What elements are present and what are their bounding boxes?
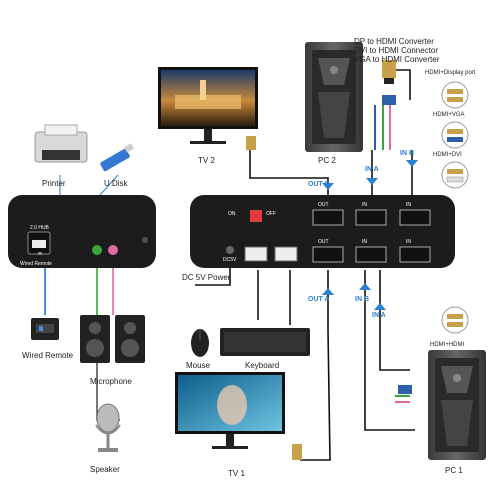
rear-in-a2-label: IN xyxy=(406,239,411,245)
wired-remote-illustration xyxy=(31,318,59,340)
rear-in-a1-label: IN xyxy=(362,239,367,245)
cable-converter xyxy=(392,69,411,100)
arrow-in-a-top xyxy=(366,178,378,185)
cable-pc1-inb xyxy=(364,270,415,431)
udisk-label: U Disk xyxy=(104,179,128,188)
arrow-out-b xyxy=(322,183,334,190)
mouse-label: Mouse xyxy=(186,361,211,370)
rear-dc5v-label: DC5V xyxy=(223,257,237,263)
printer-illustration xyxy=(34,124,88,163)
cable-tv1-outa xyxy=(300,270,331,461)
port-icon-hdmi-dvi xyxy=(441,161,469,189)
dc-power-label: DC 5V Power xyxy=(182,273,231,282)
udisk-illustration xyxy=(100,143,134,172)
converter-illustration xyxy=(374,60,396,150)
port-icon-hdmi-hdmi xyxy=(441,306,469,334)
in-b-bottom-label: IN B xyxy=(355,296,369,303)
arrow-in-a-bottom xyxy=(374,303,386,310)
converter-label-dp: DP to HDMI Converter xyxy=(354,37,434,46)
converter-label-vga: VGA to HDMI Converter xyxy=(354,55,440,64)
wired-remote-label: Wired Remote xyxy=(22,351,74,360)
arrow-in-b-bottom xyxy=(359,283,371,290)
legend-hdmi-hdmi: HDMI+HDMI xyxy=(430,342,465,348)
kvm-front-panel xyxy=(8,195,156,268)
legend-hdmi-vga: HDMI+VGA xyxy=(433,112,465,118)
direction-arrows xyxy=(322,160,418,310)
rear-out-b-label: OUT xyxy=(318,202,329,208)
tv1-illustration xyxy=(175,372,302,460)
tv2-label: TV 2 xyxy=(198,156,215,165)
converter-label-dvi: DVI to HDMI Connector xyxy=(354,46,439,55)
cable-power xyxy=(195,268,231,286)
front-remote-label: Wired Remote xyxy=(20,261,52,267)
rear-out-a-label: OUT xyxy=(318,239,329,245)
in-a-bottom-label: IN A xyxy=(372,312,386,319)
pc2-label: PC 2 xyxy=(318,156,336,165)
pc1-illustration xyxy=(395,350,486,460)
tv1-label: TV 1 xyxy=(228,469,245,478)
port-legend-glyphs xyxy=(446,89,464,327)
arrow-out-a xyxy=(322,288,334,295)
port-icon-hdmi-display xyxy=(441,81,469,109)
rear-in-b1-label: IN xyxy=(362,202,367,208)
speaker-box-illustrations xyxy=(80,315,145,363)
port-icon-hdmi-vga xyxy=(441,121,469,149)
mouse-illustration xyxy=(191,329,209,357)
front-usb-hub-label: 2.0 HUB xyxy=(30,225,49,231)
printer-label: Printer xyxy=(42,179,66,188)
out-b-label: OUT B xyxy=(308,181,330,188)
in-b-top-label: IN B xyxy=(400,150,414,157)
rear-in-b2-label: IN xyxy=(406,202,411,208)
tv2-illustration xyxy=(158,67,258,150)
microphone-illustration xyxy=(95,403,121,452)
cable-tv2-outb xyxy=(249,150,329,203)
kvm-rear-panel xyxy=(190,195,455,268)
cable-pc1-ina xyxy=(379,270,410,371)
pc1-label: PC 1 xyxy=(445,466,463,475)
in-a-top-label: IN A xyxy=(365,166,379,173)
pc2-illustration xyxy=(305,42,363,152)
speaker-label: Speaker xyxy=(90,465,120,474)
legend-hdmi-display: HDMI+Display port xyxy=(425,70,476,76)
keyboard-label: Keyboard xyxy=(245,361,280,370)
microphone-label: Microphone xyxy=(90,377,132,386)
out-a-label: OUT A xyxy=(308,296,330,303)
keyboard-illustration xyxy=(220,328,310,356)
arrow-in-b-top xyxy=(406,160,418,167)
rear-on-label: ON xyxy=(228,211,236,217)
legend-hdmi-dvi: HDMI+DVI xyxy=(433,152,462,158)
rear-off-label: OFF xyxy=(266,211,276,217)
